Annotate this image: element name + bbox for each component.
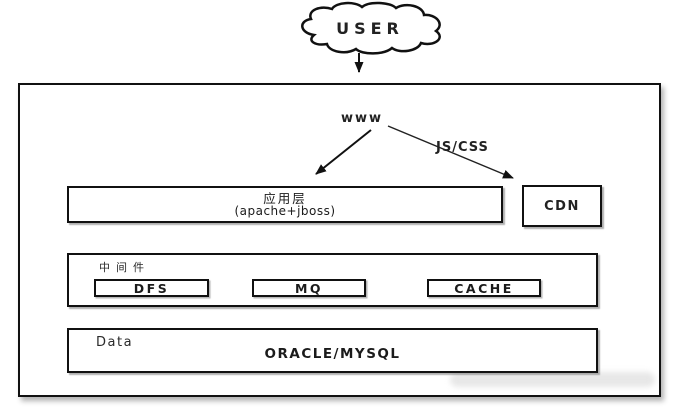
mq-box: MQ [252,279,366,297]
data-layer-label: Data [96,335,134,350]
cache-label: CACHE [454,280,514,296]
cache-box: CACHE [427,279,541,297]
data-layer-box: Data ORACLE/MYSQL [67,328,598,373]
middleware-box: 中间件 DFS MQ CACHE [67,253,598,307]
app-layer-subtitle: (apache+jboss) [234,203,336,218]
app-layer-title: 应用层 [263,190,307,206]
system-boundary-box [18,83,661,397]
app-layer-box: 应用层 (apache+jboss) [67,186,503,223]
middleware-label: 中间件 [99,261,150,274]
mq-label: MQ [294,280,324,296]
database-label: ORACLE/MYSQL [264,346,401,362]
www-label: www [340,111,384,126]
user-cloud-label: USER [336,19,404,38]
cdn-box: CDN [522,185,602,227]
dfs-label: DFS [133,280,170,296]
cdn-label: CDN [544,198,580,214]
jscss-label: JS/CSS [436,140,489,155]
watermark-smudge [450,372,655,387]
dfs-box: DFS [94,279,209,297]
